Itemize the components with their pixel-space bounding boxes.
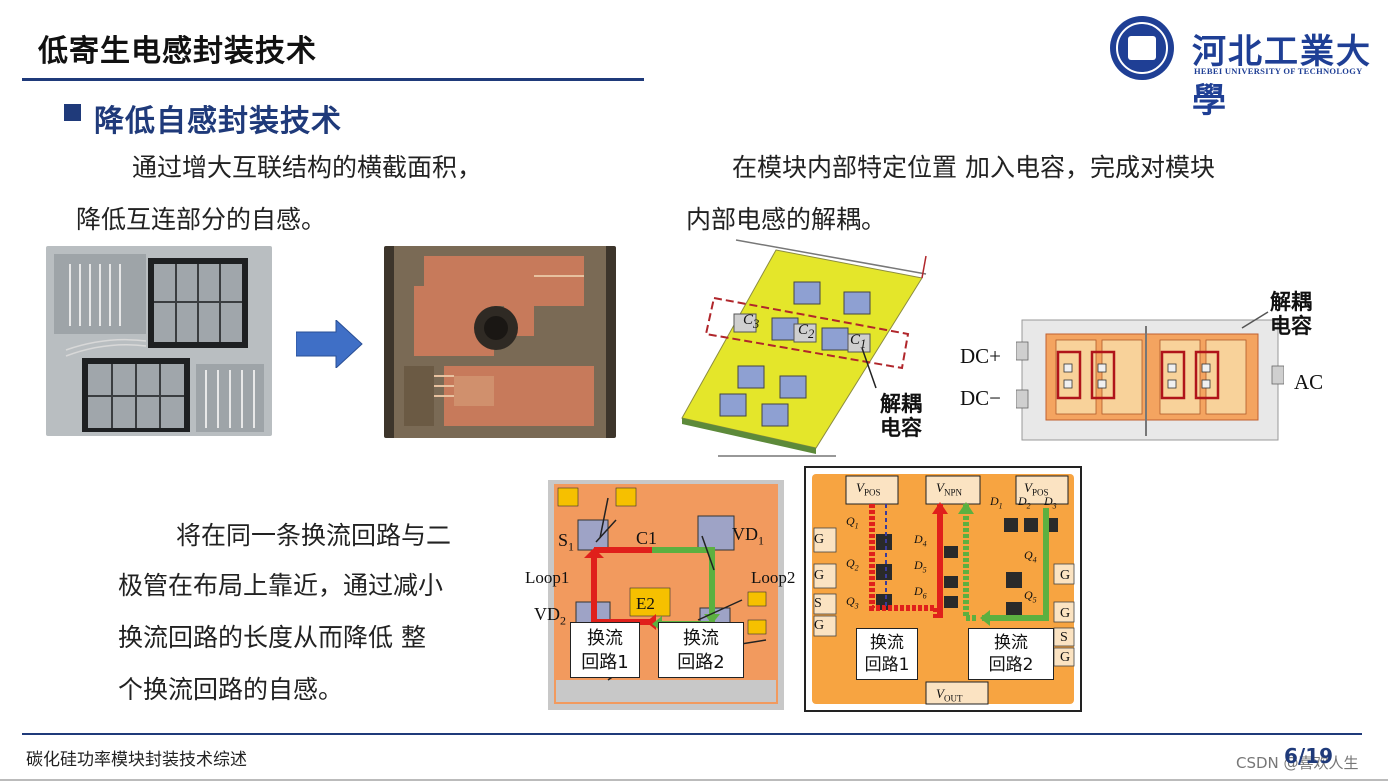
source-label: S <box>814 596 822 611</box>
d3-label: D3 <box>1044 494 1057 511</box>
paragraph-3-line-2: 极管在布局上靠近，通过减小 <box>118 571 444 600</box>
dc-plus-label: DC+ <box>960 344 1002 368</box>
v-out-label: VOUT <box>936 686 963 704</box>
ac-label: AC <box>1294 370 1324 394</box>
d5-label: D5 <box>914 558 927 575</box>
commutation-loop-figure-left: 换流 回路1 换流 回路2 <box>548 480 784 710</box>
gate-label: G <box>814 618 825 633</box>
gate-label: G <box>1060 650 1071 665</box>
wirebond-module-photo <box>46 246 272 436</box>
loop1-label: Loop1 <box>525 568 570 587</box>
university-seal-icon <box>1110 16 1174 80</box>
source-label: S <box>1060 630 1068 645</box>
v-npn-label: VNPN <box>936 480 962 498</box>
loop-2-box-right: 换流 回路2 <box>968 628 1054 680</box>
vd1-label: VD1 <box>732 524 764 548</box>
q1-label: Q1 <box>846 514 859 531</box>
footer-title: 碳化硅功率模块封装技术综述 <box>26 750 247 770</box>
gate-label: G <box>1060 606 1071 621</box>
footer-rule <box>22 733 1362 735</box>
paragraph-3-line-4: 个换流回路的自感。 <box>118 675 344 704</box>
d4-label: D4 <box>914 532 927 549</box>
copper-clip-module-photo <box>384 246 616 438</box>
paragraph-1-line-2: 降低互连部分的自感。 <box>76 205 327 234</box>
vd2-label: VD2 <box>534 604 566 628</box>
d1-label: D1 <box>990 494 1003 511</box>
csdn-watermark: CSDN @喜欢人生 <box>1236 754 1359 772</box>
e2-label: E2 <box>636 594 655 613</box>
gate-label: G <box>814 532 825 547</box>
decoupling-cap-label-module: 解耦 电容 <box>1270 290 1312 338</box>
gate-label: G <box>814 568 825 583</box>
capacitor-c3-label: C3 <box>743 312 760 331</box>
q3-label: Q3 <box>846 594 859 611</box>
page-number: 6/19 <box>1284 744 1334 768</box>
c1-label: C1 <box>636 528 658 548</box>
title-underline <box>22 78 644 81</box>
loop-2-box: 换流 回路2 <box>658 622 744 678</box>
section-bullet-icon <box>64 104 81 121</box>
university-name-english: HEBEI UNIVERSITY OF TECHNOLOGY <box>1194 66 1363 76</box>
v-pos-right-label: VPOS <box>1024 480 1049 498</box>
decoupling-cap-label-3d: 解耦 电容 <box>880 392 922 440</box>
d6-label: D6 <box>914 584 927 601</box>
q2-label: Q2 <box>846 556 859 573</box>
q5-label: Q5 <box>1024 588 1037 605</box>
loop-1-box-right: 换流 回路1 <box>856 628 918 680</box>
module-layout-figure <box>1015 306 1285 444</box>
dc-minus-label: DC− <box>960 386 1002 410</box>
s1-label: S1 <box>558 530 575 554</box>
loop2-label: Loop2 <box>751 568 796 587</box>
d2-label: D2 <box>1018 494 1031 511</box>
bottom-border <box>0 779 1388 781</box>
v-pos-left-label: VPOS <box>856 480 881 498</box>
loop-1-box: 换流 回路1 <box>570 622 640 678</box>
q4-label: Q4 <box>1024 548 1037 565</box>
decoupling-capacitor-3d-figure: C3 C2 C1 <box>676 238 932 462</box>
section-title: 降低自感封装技术 <box>94 104 342 139</box>
commutation-loop-figure-right: 换流 回路1 换流 回路2 VPOS VNPN VPOS VOUT D1 D2 … <box>804 466 1082 712</box>
gate-label: G <box>1060 568 1071 583</box>
paragraph-1-line-1: 通过增大互联结构的横截面积， <box>132 153 483 182</box>
paragraph-2-line-2: 内部电感的解耦。 <box>686 205 887 234</box>
university-name: 河北工業大學 <box>1192 32 1372 121</box>
paragraph-2-line-1: 在模块内部特定位置 加入电容，完成对模块 <box>732 153 1215 182</box>
capacitor-c2-label: C2 <box>798 322 815 341</box>
right-arrow-icon <box>295 318 364 370</box>
capacitor-c1-label: C1 <box>850 332 867 351</box>
paragraph-3-line-3: 换流回路的长度从而降低 整 <box>118 623 426 652</box>
slide-title: 低寄生电感封装技术 <box>38 34 317 69</box>
paragraph-3-line-1: 将在同一条换流回路与二 <box>176 521 452 550</box>
